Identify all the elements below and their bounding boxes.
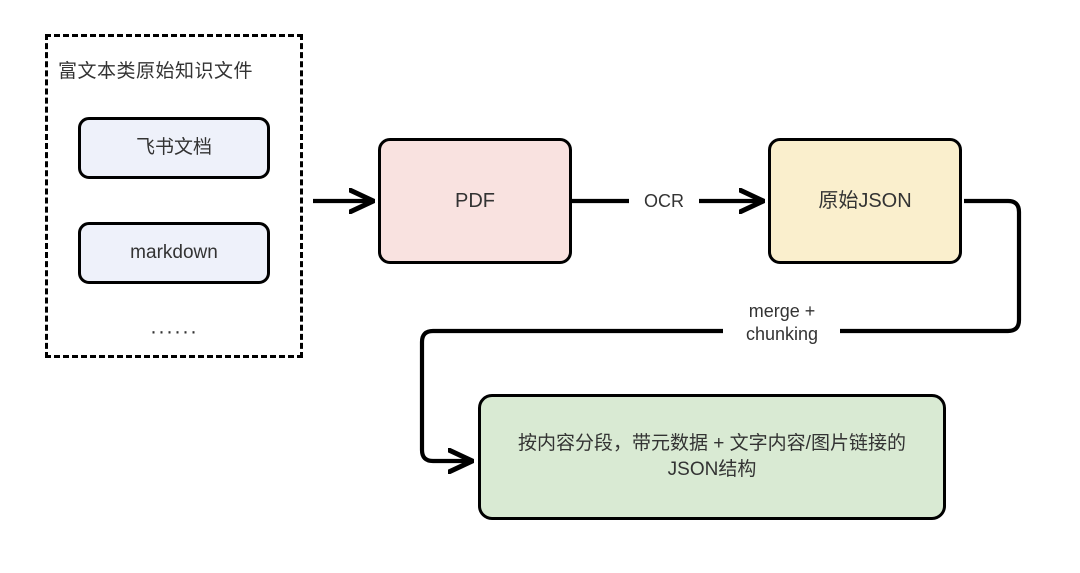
- node-markdown[interactable]: markdown: [78, 222, 270, 284]
- edge-label-merge-line2: chunking: [745, 324, 819, 345]
- group-title: 富文本类原始知识文件: [58, 61, 254, 82]
- edge-merge-to-chunked: [419, 328, 723, 461]
- node-feishu-doc-label: 飞书文档: [135, 137, 212, 159]
- group-ellipsis: ······: [150, 320, 198, 343]
- node-raw-json[interactable]: 原始JSON: [768, 138, 962, 264]
- node-pdf-label: PDF: [455, 189, 495, 212]
- node-pdf[interactable]: PDF: [378, 138, 572, 264]
- edge-label-merge-line1: merge +: [748, 301, 816, 321]
- edge-json-to-merge: [840, 198, 1022, 334]
- node-raw-json-label: 原始JSON: [818, 189, 912, 212]
- edge-label-merge-chunking: merge + chunking: [723, 300, 841, 346]
- group-container-rich-text-sources: [45, 34, 303, 358]
- node-markdown-label: markdown: [130, 242, 218, 264]
- node-feishu-doc[interactable]: 飞书文档: [78, 117, 270, 179]
- edge-label-ocr: OCR: [644, 191, 684, 211]
- node-chunked-json-label: 按内容分段，带元数据 + 文字内容/图片链接的JSON结构: [518, 433, 906, 480]
- node-chunked-json[interactable]: 按内容分段，带元数据 + 文字内容/图片链接的JSON结构: [478, 394, 946, 520]
